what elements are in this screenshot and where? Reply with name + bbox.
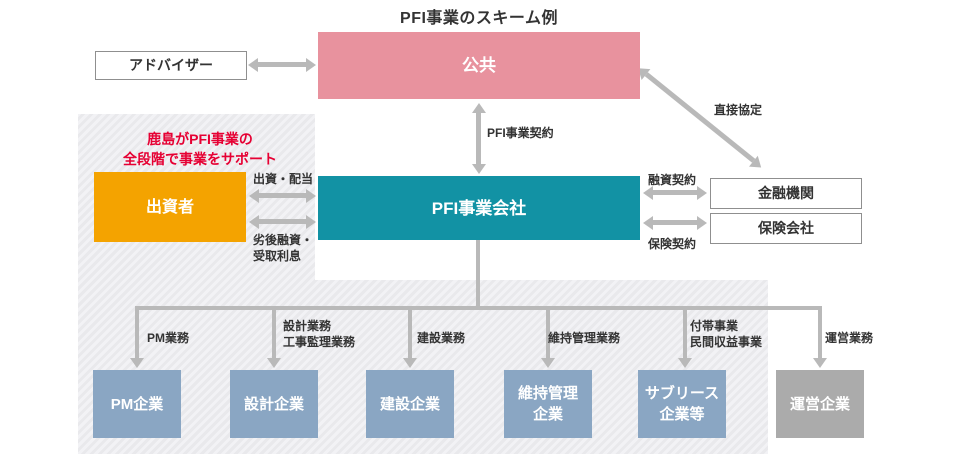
label-insurance-contract: 保険契約 [648, 237, 697, 251]
node-insurance-company: 保険会社 [710, 213, 862, 244]
kajima-support-note: 鹿島がPFI事業の 全段階で事業をサポート [123, 131, 277, 167]
arrow-to-design-company [272, 308, 276, 358]
label-ancillary-work: 付帯事業 民間収益事業 [690, 319, 763, 349]
node-pfi-company: PFI事業会社 [318, 176, 640, 240]
node-financial-institution: 金融機関 [710, 178, 862, 209]
node-operating-company: 運営企業 [776, 370, 864, 438]
node-pm-company: PM企業 [93, 370, 181, 438]
arrow-investor-pfi-bottom [259, 219, 306, 224]
node-maintenance-company: 維持管理 企業 [504, 370, 592, 438]
node-public: 公共 [318, 32, 640, 99]
node-construction-company: 建設企業 [366, 370, 454, 438]
label-design-work: 設計業務 工事監理業務 [283, 319, 356, 349]
connector-pfi-vertical [476, 240, 480, 310]
node-sublease-company: サブリース 企業等 [638, 370, 726, 438]
arrow-to-operating-company [818, 308, 822, 358]
arrow-investor-pfi-top [259, 193, 306, 198]
label-maintenance-work: 維持管理業務 [548, 331, 621, 345]
label-subordinated-loan: 劣後融資・ 受取利息 [253, 233, 314, 263]
label-pm-work: PM業務 [147, 331, 190, 345]
node-design-company: 設計企業 [230, 370, 318, 438]
arrow-pfi-insurance [653, 220, 697, 225]
label-construction-work: 建設業務 [417, 331, 466, 345]
node-advisor: アドバイザー [95, 51, 247, 80]
diagram-title: PFI事業のスキーム例 [400, 10, 558, 27]
node-investor: 出資者 [94, 172, 246, 242]
label-direct-agreement: 直接協定 [714, 103, 763, 117]
arrow-to-sublease-company [683, 308, 687, 358]
label-investment-dividend: 出資・配当 [253, 172, 314, 186]
label-operation-work: 運営業務 [825, 331, 874, 345]
connector-horizontal [135, 306, 822, 310]
arrow-to-maintenance-company [546, 308, 550, 358]
arrow-public-pfi [476, 113, 481, 164]
label-loan-contract: 融資契約 [648, 173, 697, 187]
arrow-to-construction-company [408, 308, 412, 358]
arrow-advisor-public [258, 62, 306, 67]
arrow-to-pm-company [135, 308, 139, 358]
label-pfi-contract: PFI事業契約 [487, 126, 554, 140]
arrow-pfi-financial [653, 190, 697, 195]
